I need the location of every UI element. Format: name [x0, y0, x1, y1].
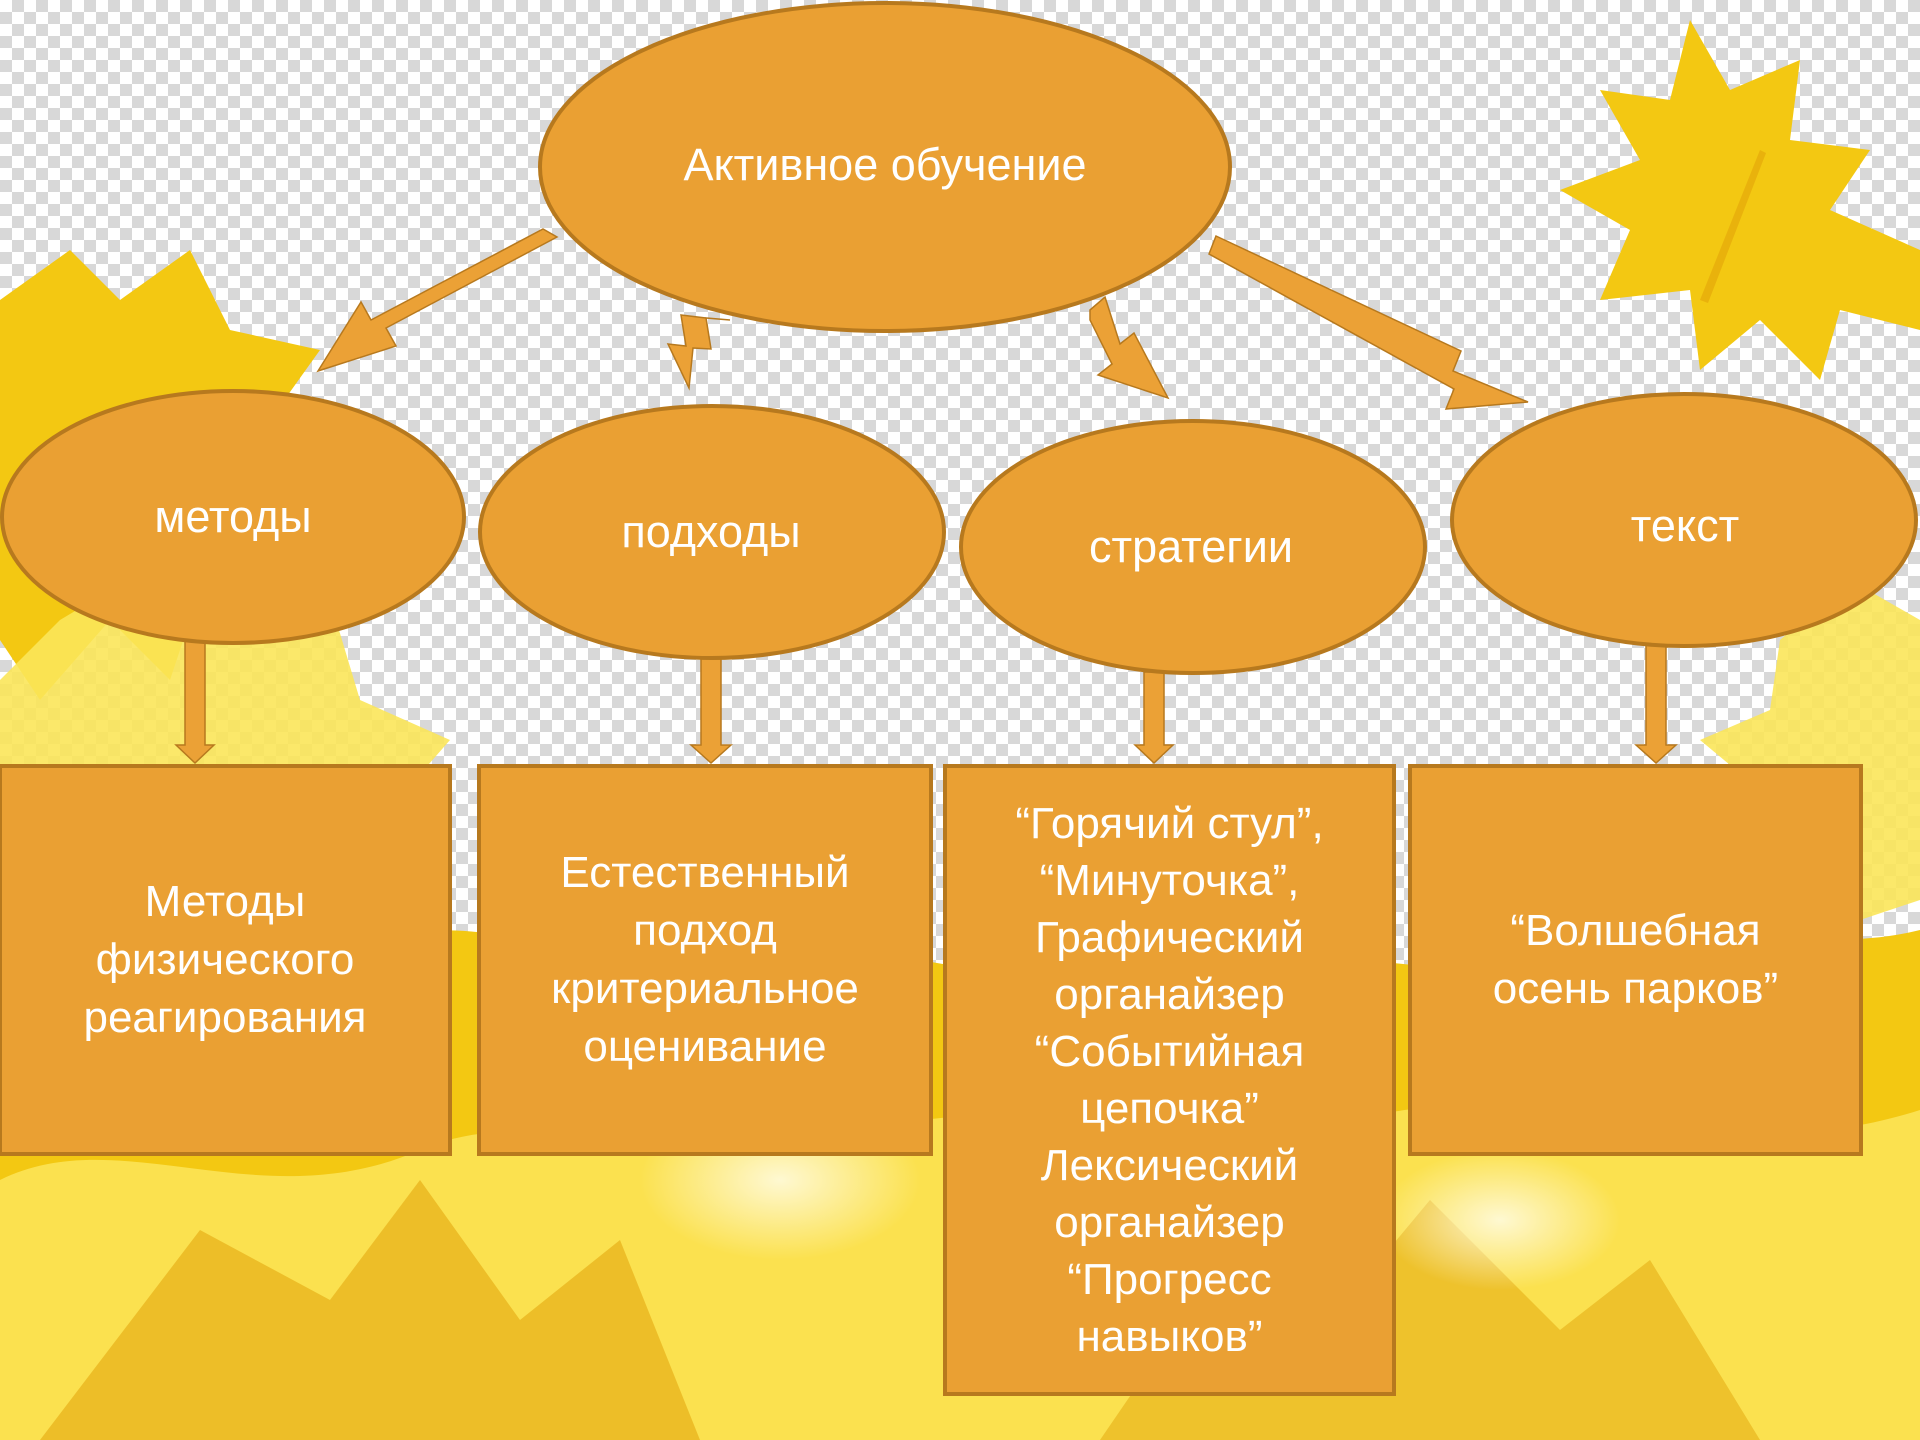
branch-label-methods: методы — [154, 491, 312, 542]
arrow-text-to-box — [1634, 644, 1678, 765]
arrow-methods-to-box — [174, 639, 216, 765]
leaf-icon — [40, 1180, 700, 1440]
arrow-strategies-to-box — [1133, 671, 1175, 765]
branch-label-strategies: стратегии — [1089, 521, 1293, 572]
root-oval — [538, 1, 1232, 333]
oval-strategies — [959, 419, 1427, 675]
detail-methods: Методы физического реагирования — [83, 877, 367, 1042]
light-glow-icon — [1380, 1150, 1620, 1290]
box-text — [1408, 764, 1863, 1156]
arrow-root-to-approaches — [666, 314, 731, 391]
oval-text — [1450, 392, 1918, 648]
oval-methods — [0, 389, 466, 645]
arrow-root-to-methods — [316, 228, 559, 373]
branch-label-approaches: подходы — [621, 506, 801, 557]
arrow-approaches-to-box — [689, 651, 733, 765]
box-strategies — [943, 764, 1396, 1396]
detail-text: “Волшебная осень парков” — [1492, 906, 1779, 1013]
oval-approaches — [478, 404, 946, 660]
root-label: Активное обучение — [683, 139, 1087, 190]
arrow-root-to-strategies — [1089, 295, 1170, 400]
box-methods — [0, 764, 452, 1156]
box-approaches — [477, 764, 933, 1156]
leaf-vein-icon — [1700, 150, 1766, 303]
detail-strategies: “Горячий стул”, “Минуточка”, Графический… — [1015, 799, 1324, 1361]
branch-label-text: текст — [1630, 500, 1740, 551]
detail-approaches: Естественный подход критериальное оценив… — [551, 848, 859, 1071]
arrow-root-to-text — [1208, 234, 1529, 410]
